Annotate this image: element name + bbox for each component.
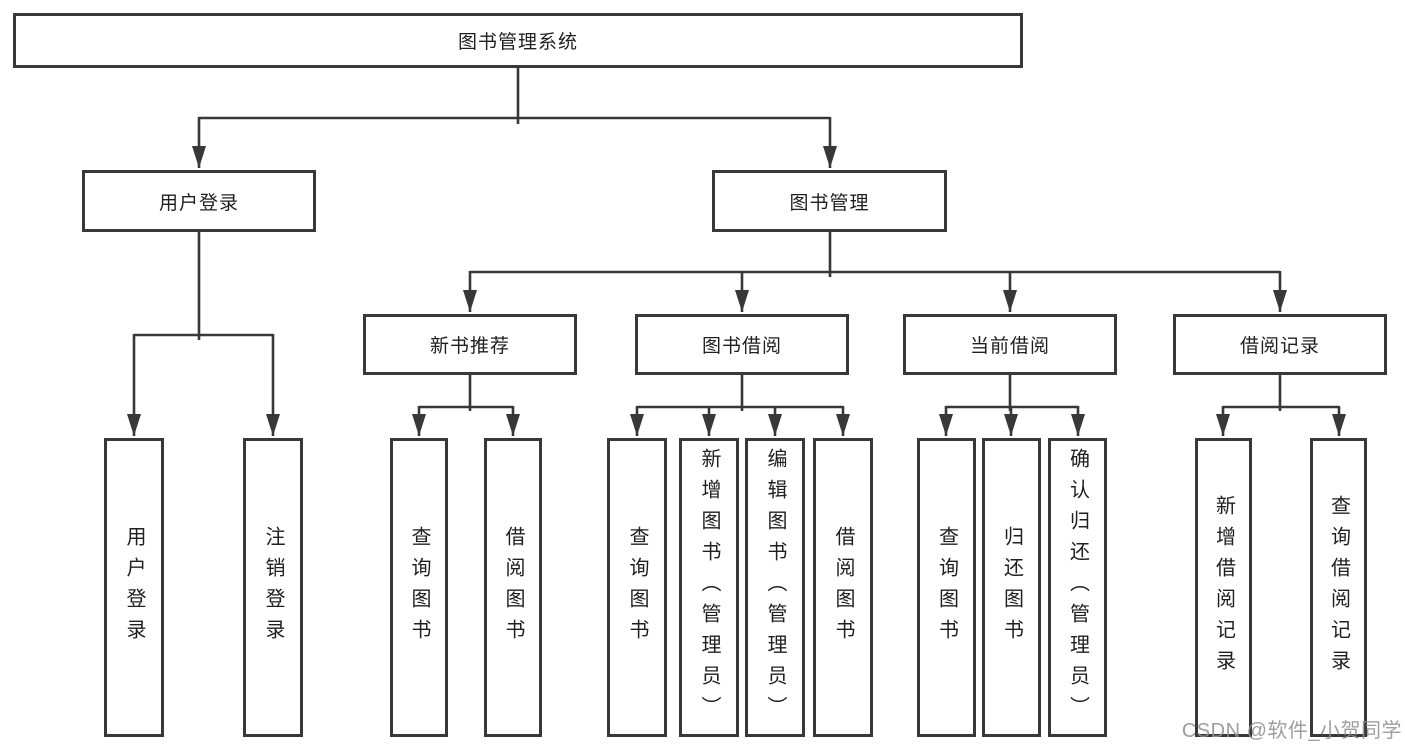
node-root: 图书管理系统 — [13, 13, 1023, 68]
leaf-user-login-label: 用户登录 — [123, 525, 145, 650]
leaf-logout: 注销登录 — [243, 438, 303, 737]
leaf-query-books-1-label: 查询图书 — [408, 525, 430, 650]
leaf-add-books-admin-label: 新增图书（管理员） — [698, 448, 720, 727]
node-new-book-recommend-label: 新书推荐 — [429, 336, 510, 357]
node-borrow-records-label: 借阅记录 — [1239, 336, 1320, 357]
leaf-query-borrow-record-label: 查询借阅记录 — [1327, 494, 1350, 681]
leaf-add-borrow-record-label: 新增借阅记录 — [1212, 494, 1235, 681]
leaf-query-books-2: 查询图书 — [607, 438, 667, 737]
node-current-borrow: 当前借阅 — [903, 314, 1117, 375]
node-user-login-label: 用户登录 — [158, 192, 239, 214]
leaf-confirm-return-admin: 确认归还（管理员） — [1048, 438, 1107, 737]
node-user-login: 用户登录 — [82, 170, 316, 232]
leaf-query-books-2-label: 查询图书 — [626, 525, 648, 650]
node-root-label: 图书管理系统 — [457, 32, 578, 53]
leaf-borrow-books-2: 借阅图书 — [813, 438, 873, 737]
node-book-management-label: 图书管理 — [789, 192, 870, 214]
leaf-edit-books-admin-label: 编辑图书（管理员） — [764, 448, 786, 727]
leaf-add-borrow-record: 新增借阅记录 — [1195, 438, 1252, 737]
leaf-return-books-label: 归还图书 — [1000, 525, 1023, 650]
leaf-return-books: 归还图书 — [982, 438, 1041, 737]
node-current-borrow-label: 当前借阅 — [969, 336, 1050, 357]
watermark: CSDN @软件_小贺同学 — [1181, 720, 1402, 742]
leaf-query-books-1: 查询图书 — [390, 438, 448, 737]
leaf-borrow-books-2-label: 借阅图书 — [832, 525, 854, 650]
leaf-add-books-admin: 新增图书（管理员） — [679, 438, 739, 737]
leaf-user-login: 用户登录 — [104, 438, 164, 737]
node-new-book-recommend: 新书推荐 — [363, 314, 577, 375]
leaf-borrow-books-1: 借阅图书 — [484, 438, 542, 737]
leaf-logout-label: 注销登录 — [262, 525, 284, 650]
leaf-query-books-3: 查询图书 — [917, 438, 976, 737]
leaf-edit-books-admin: 编辑图书（管理员） — [745, 438, 805, 737]
node-book-borrow: 图书借阅 — [635, 314, 849, 375]
leaf-confirm-return-admin-label: 确认归还（管理员） — [1066, 448, 1089, 727]
node-borrow-records: 借阅记录 — [1173, 314, 1387, 375]
node-book-borrow-label: 图书借阅 — [701, 336, 782, 357]
leaf-query-books-3-label: 查询图书 — [935, 525, 958, 650]
leaf-query-borrow-record: 查询借阅记录 — [1310, 438, 1367, 737]
node-book-management: 图书管理 — [712, 170, 947, 232]
leaf-borrow-books-1-label: 借阅图书 — [502, 525, 524, 650]
